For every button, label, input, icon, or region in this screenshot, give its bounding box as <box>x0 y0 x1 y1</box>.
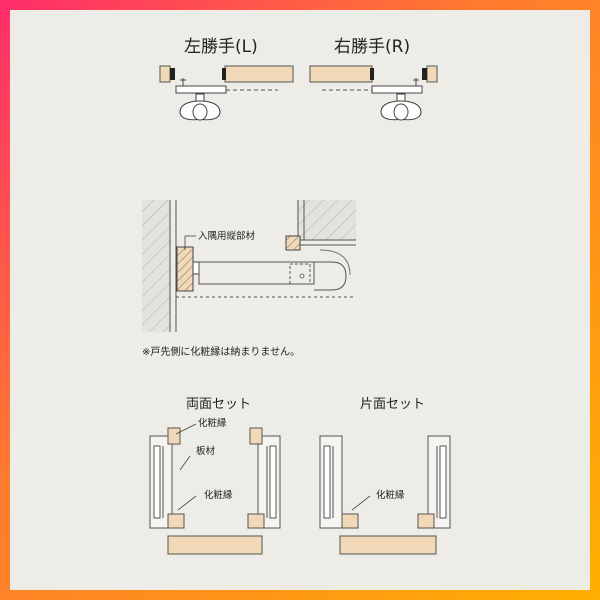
right-hinge-plan <box>309 65 438 121</box>
single-trim-label: 化粧縁 <box>376 489 405 501</box>
corner-plan <box>142 200 356 332</box>
single-set-title: 片面セット <box>360 397 425 412</box>
double-trim-bottom-label: 化粧縁 <box>204 489 233 501</box>
plan-note: ※戸先側に化粧縁は納まりません。 <box>142 345 300 358</box>
double-trim-top-label: 化粧縁 <box>198 417 227 429</box>
double-set-section <box>149 423 281 555</box>
corner-member-label: 入隅用縦部材 <box>198 230 256 242</box>
double-board-label: 板材 <box>196 445 216 457</box>
single-set-section <box>319 435 451 555</box>
left-hinge-label: 左勝手(L) <box>184 37 258 57</box>
double-set-title: 両面セット <box>186 397 251 412</box>
left-hinge-plan <box>159 65 294 121</box>
right-hinge-label: 右勝手(R) <box>334 37 410 57</box>
diagram-canvas <box>10 10 590 590</box>
